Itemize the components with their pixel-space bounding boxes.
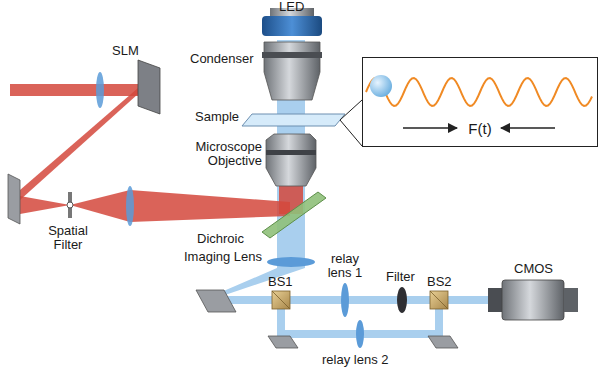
filter-label: Filter [386,270,415,284]
lens [96,72,104,108]
beam-splitter-label: BS2 [427,275,452,289]
lens [126,186,134,226]
dichroic-mirror [262,192,326,238]
filter [397,287,407,313]
beam-splitter [430,291,448,309]
objective-label: Microscope Objective [186,140,262,169]
relay-lens-label: relay lens 1 [318,252,372,281]
objective [266,150,316,155]
beam-splitter-label: BS1 [268,275,293,289]
spatial-filter [67,202,73,208]
slm-label: SLM [112,44,139,58]
inset-box: F(t) [362,57,598,147]
spatial-filter-label: Spatial Filter [36,224,100,253]
imaging-beam [215,296,505,304]
leader-line [340,100,362,120]
beam-splitter [430,291,448,309]
sample-label: Sample [195,110,239,124]
force-arrow [403,127,457,129]
leader-line [340,120,362,146]
mirror [196,290,236,312]
condenser [262,52,322,58]
led-label: LED [279,0,304,14]
force-arrow [501,127,555,129]
camera-label: CMOS [514,262,553,276]
beam-splitter [272,291,290,309]
camera [502,280,564,320]
slm-device [138,60,160,114]
dichroic-label: Dichroic [197,232,244,246]
objective [266,134,316,186]
relay-lens-label: relay lens 2 [322,353,388,367]
camera [564,288,578,312]
mirror [428,336,458,348]
trapped-bead [370,75,392,97]
potential-wave [366,78,592,106]
condenser-label: Condenser [190,52,254,66]
imaging-lens-label: Imaging Lens [184,250,262,264]
condenser [264,42,320,100]
lens [267,257,315,267]
sample-slide [242,114,345,126]
lens [341,283,349,317]
force-label: F(t) [363,120,597,137]
beam-splitter [272,291,290,309]
spatial-filter [68,192,72,218]
mirror [8,174,20,224]
mirror [268,336,298,348]
led [262,16,322,36]
lens [356,320,364,348]
camera [488,288,502,312]
imaging-beam [212,268,305,296]
